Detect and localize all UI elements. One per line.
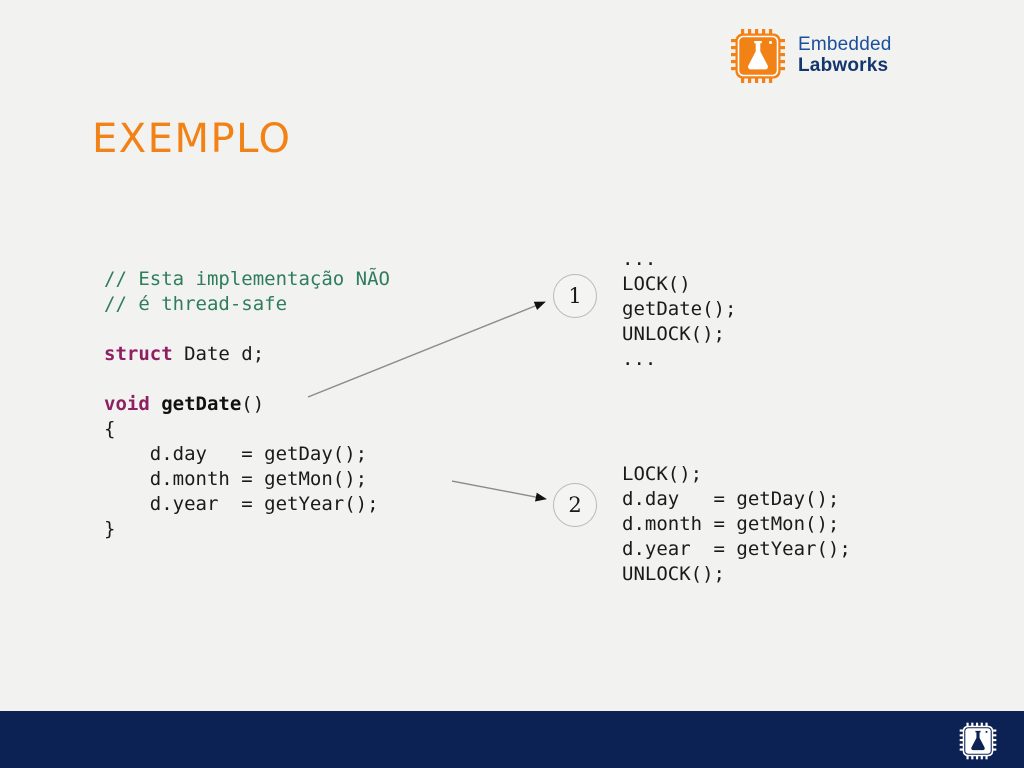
arrow-to-callout-2 [451, 480, 547, 502]
callout-badge-1: 1 [553, 274, 597, 318]
brand-line-2: Labworks [798, 55, 889, 76]
code-block-right-2: LOCK(); d.day = getDay(); d.month = getM… [622, 463, 851, 585]
brand-logo: Embedded Labworks [730, 28, 892, 84]
code-block-left: // Esta implementação NÃO // é thread-sa… [104, 268, 390, 540]
brand-line-1: Embedded [798, 34, 892, 56]
brand-wordmark: Embedded Labworks [798, 35, 892, 76]
footer-chip-flask-icon [959, 722, 997, 760]
page-title: EXEMPLO [92, 116, 292, 162]
callout-badge-2: 2 [553, 483, 597, 527]
chip-flask-icon [730, 28, 786, 84]
code-block-right-1: ... LOCK() getDate(); UNLOCK(); ... [622, 248, 737, 370]
footer-bar [0, 711, 1024, 768]
